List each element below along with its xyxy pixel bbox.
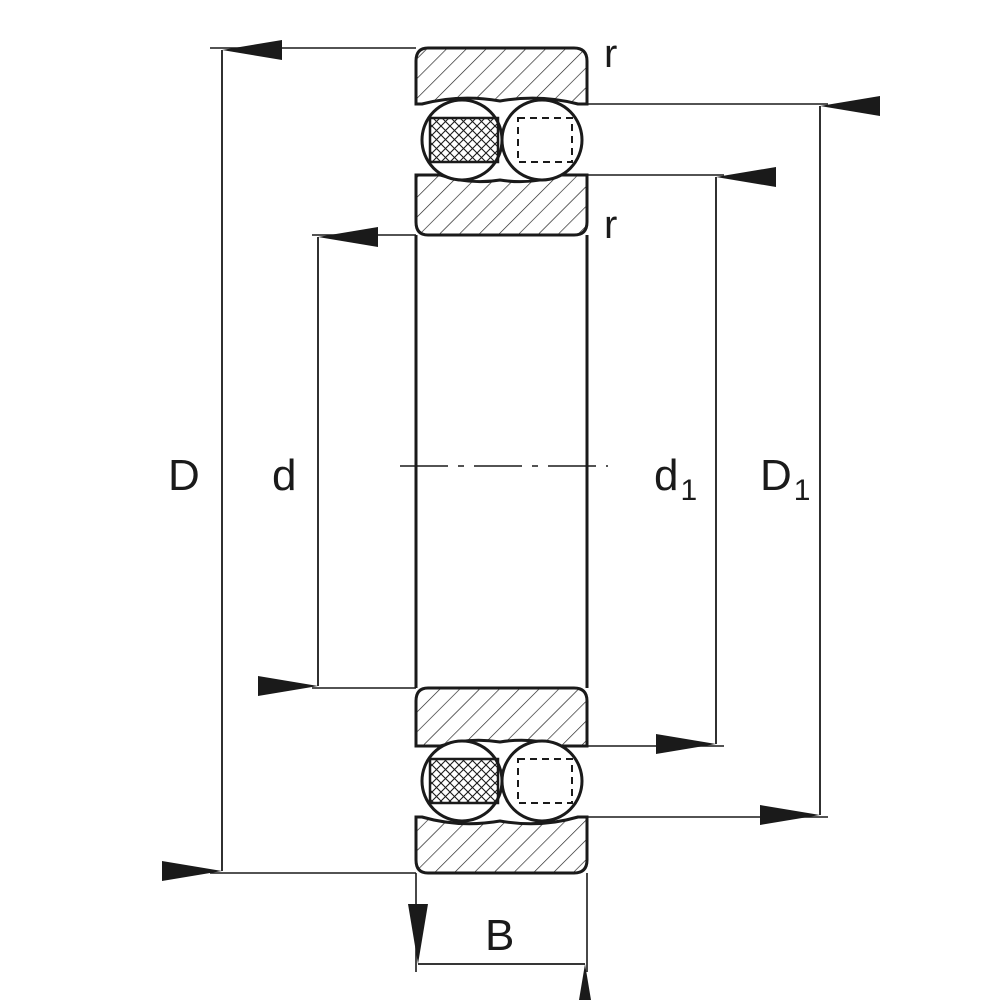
label-radius-top: r bbox=[604, 32, 617, 76]
label-d: d bbox=[272, 451, 296, 500]
ball-right-bottom bbox=[500, 739, 584, 823]
label-D1-main: D bbox=[760, 451, 792, 500]
cage-right-top bbox=[517, 117, 573, 163]
label-d1: d1 bbox=[654, 451, 697, 507]
label-D1: D1 bbox=[760, 451, 810, 507]
bottom-section bbox=[414, 686, 589, 875]
top-section bbox=[414, 46, 589, 237]
cage-left-top bbox=[428, 116, 500, 164]
outer-ring-bottom bbox=[414, 815, 589, 875]
inner-ring-bottom bbox=[414, 686, 589, 748]
label-radius-bottom: r bbox=[604, 203, 617, 247]
outer-ring-top bbox=[414, 46, 589, 106]
cage-left-bottom bbox=[428, 757, 500, 805]
label-d1-sub: 1 bbox=[680, 474, 697, 507]
ball-right-top bbox=[500, 98, 584, 182]
label-B: B bbox=[485, 911, 514, 960]
label-D1-sub: 1 bbox=[794, 474, 811, 507]
inner-ring-top bbox=[414, 173, 589, 237]
label-D: D bbox=[168, 451, 200, 500]
cage-right-bottom bbox=[517, 758, 573, 804]
label-d1-main: d bbox=[654, 451, 678, 500]
